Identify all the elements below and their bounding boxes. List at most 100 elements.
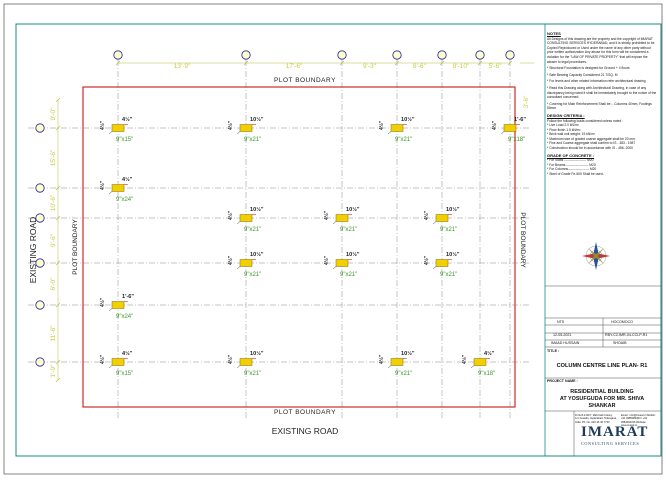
column: 9"x18"1'-6"4½" xyxy=(491,117,526,143)
column-offset-label: 1'-6" xyxy=(122,294,134,300)
grid-bubble-left xyxy=(35,213,45,223)
top-dimension-tick xyxy=(394,60,400,66)
project-label: PROJECT NAME : xyxy=(547,379,578,383)
column: 9"x21"10½"4½" xyxy=(378,116,415,143)
column-rect xyxy=(111,124,125,132)
title-block: NOTES All Designs of this drawing are th… xyxy=(545,27,659,453)
column-side-offset-label: 4½" xyxy=(227,255,234,265)
project-line: AT YOSUFGUDA FOR MR. SHIVA xyxy=(559,396,645,402)
grid-bubbles xyxy=(35,50,515,367)
date-value: 12-05-2021 xyxy=(553,333,572,337)
column-rect xyxy=(111,301,125,309)
plot-boundary-left: PLOT BOUNDARY xyxy=(72,219,79,275)
left-dimension-tick xyxy=(55,377,61,383)
top-dimension-tick xyxy=(243,60,249,66)
column-leader xyxy=(108,131,113,135)
column-size-label: 9"x21" xyxy=(244,137,261,143)
grid-bubble-left xyxy=(35,357,45,367)
column: 9"x21" 10½" 4½" xyxy=(423,206,460,233)
drawing-no-value: RBY-C2-IMR-04-CCLP-R1 xyxy=(605,333,648,337)
column-offset-label: 10½" xyxy=(446,206,460,213)
design-criteria-header: DESIGN CRITERIA : xyxy=(547,112,585,118)
existing-road-left: EXISTING ROAD xyxy=(28,217,38,284)
scale-value: NTS xyxy=(557,320,565,324)
column-leader xyxy=(432,266,437,270)
column-side-offset-label: 4½" xyxy=(423,255,430,265)
left-dimension-label: 9'-6" xyxy=(50,233,57,247)
grid-bubble-top xyxy=(337,50,347,60)
top-dimension-tick xyxy=(339,60,345,66)
column-size-label: 9"x21" xyxy=(440,227,457,233)
column-rect xyxy=(239,259,253,267)
column: 9"x24"4½"4½" xyxy=(99,176,133,203)
grid-bubble-left xyxy=(35,258,45,268)
top-dimension-label: 17'-6" xyxy=(286,63,303,70)
grade-header: GRADE OF CONCRETE : xyxy=(547,152,595,158)
grade-item: * For Columns------------------- M20 xyxy=(547,167,597,172)
column-side-offset-label: 4½" xyxy=(99,297,106,307)
project-line: SHANKAR xyxy=(588,403,616,409)
plot-boundary-right: PLOT BOUNDARY xyxy=(519,212,526,268)
column-side-offset-label: 4½" xyxy=(99,354,106,364)
column-offset-label: 10½" xyxy=(446,251,460,258)
design-item: * Floor finish 1.5 kN/m² xyxy=(547,127,581,132)
left-dimension-label: 6'-0" xyxy=(50,277,57,291)
column-size-label: 9"x21" xyxy=(244,371,261,377)
column-leader xyxy=(236,266,241,270)
grid-bubble-top xyxy=(113,50,123,60)
left-dimension-tick xyxy=(55,260,61,266)
left-dimension-label: 10'-6" xyxy=(50,194,57,211)
design-item: * Maximum size of graded coarse aggregat… xyxy=(547,136,635,141)
column: 9"x18"4½"4½" xyxy=(461,350,495,377)
column: 9"x21"10½"4½" xyxy=(227,116,264,143)
column-leader xyxy=(332,266,337,270)
column-rect xyxy=(239,358,253,366)
title-block-lines xyxy=(545,285,661,456)
column: 9"x15"4½"4½" xyxy=(99,116,133,143)
column-rect xyxy=(435,259,449,267)
column-side-offset-label: 4½" xyxy=(461,354,468,364)
note-item: * Structural Foundation is designed for … xyxy=(547,66,630,71)
top-dimension-label: 5'-6" xyxy=(489,63,503,70)
drawn-by-value: IMAAD HUSSAIN xyxy=(551,341,580,345)
column-offset-label: 4½" xyxy=(122,350,133,357)
left-dimension-tick xyxy=(55,215,61,221)
title-label: TITLE : xyxy=(547,349,560,353)
top-dimension-label: 9'-3" xyxy=(363,63,377,70)
column-side-offset-label: 4½" xyxy=(378,354,385,364)
outer-border xyxy=(3,3,663,475)
column-size-label: 9"x21" xyxy=(395,137,412,143)
design-item: * Live Load 2.0 kN/m² xyxy=(547,123,579,128)
column: 9"x21"10½"4½" xyxy=(227,206,264,233)
column-rect xyxy=(335,214,349,222)
company-logo-text: IMARAT xyxy=(581,424,649,440)
left-dimension-tick xyxy=(55,125,61,131)
column-offset-label: 10½" xyxy=(401,116,415,123)
column-size-label: 9"x21" xyxy=(440,272,457,278)
column-side-offset-label: 4½" xyxy=(423,210,430,220)
grid-bubble-left xyxy=(35,183,45,193)
address-block: D.No:8-2-60/7, Mehrzaib Colony, A.C.Guar… xyxy=(575,414,617,424)
column-offset-label: 4½" xyxy=(484,350,495,357)
column-offset-label: 4½" xyxy=(122,116,133,123)
column-leader xyxy=(236,131,241,135)
left-dimension-label: 1'-9" xyxy=(50,364,57,378)
note-item: * Safe Bearing Capacity Considered 21 T/… xyxy=(547,72,618,77)
column-size-label: 9"x21" xyxy=(244,272,261,278)
column-leader xyxy=(236,365,241,369)
column-size-label: 9"x24" xyxy=(116,197,133,203)
project-line: RESIDENTIAL BUILDING xyxy=(570,389,634,395)
column-leader xyxy=(470,365,475,369)
design-item: * Construction should be in accordance w… xyxy=(547,146,633,151)
top-dimension-tick xyxy=(477,60,483,66)
notes-copyright: All Designs of this drawing are the prop… xyxy=(547,36,655,64)
top-dimension-label: 8'-6" xyxy=(413,63,427,70)
left-dimension-tick xyxy=(55,359,61,365)
column-side-offset-label: 4½" xyxy=(323,210,330,220)
left-dimension-tick xyxy=(55,185,61,191)
top-dimension-label: 13'-9" xyxy=(174,63,191,70)
column-size-label: 9"x15" xyxy=(116,137,133,143)
top-dimension-tick xyxy=(507,60,513,66)
column-leader xyxy=(108,191,113,195)
